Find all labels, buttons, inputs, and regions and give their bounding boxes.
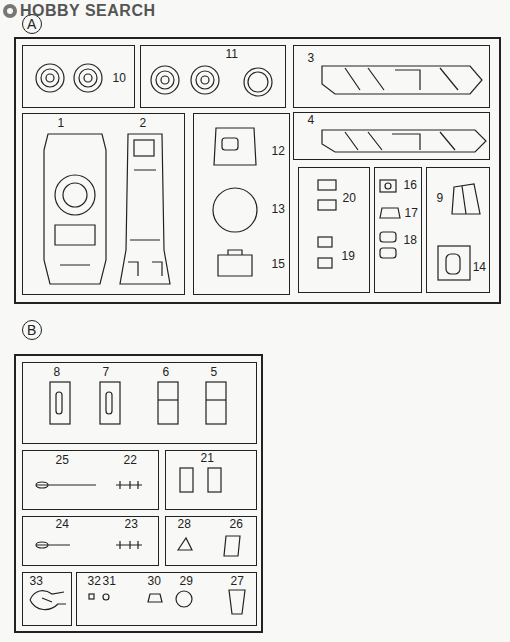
part-number: 24	[56, 518, 69, 530]
part-number: 17	[405, 207, 418, 219]
part-number: 21	[201, 452, 214, 464]
part-number: 6	[163, 366, 170, 378]
sprue-compartment: 33	[22, 572, 72, 626]
sprue-compartment: 4	[293, 112, 490, 160]
part-number: 16	[404, 179, 417, 191]
part-number: 12	[272, 145, 285, 157]
part-number: 8	[54, 366, 61, 378]
sprue-letter-circle: B	[22, 320, 42, 340]
part-number: 5	[211, 366, 218, 378]
part-number: 28	[178, 518, 191, 530]
sprue-letter: B	[27, 323, 36, 337]
sprue-compartment: 3	[293, 45, 490, 108]
sprue-compartment: 9 14	[426, 167, 490, 293]
part-number: 11	[226, 48, 238, 60]
watermark: HOBBY SEARCH	[20, 3, 156, 19]
part-number: 29	[180, 575, 193, 587]
part-number: 18	[404, 234, 417, 246]
part-number: 7	[103, 366, 110, 378]
part-number: 22	[124, 454, 137, 466]
sprue-compartment: 16 17 18	[374, 167, 422, 293]
part-number: 13	[272, 203, 285, 215]
part-number: 25	[56, 454, 69, 466]
part-number: 15	[272, 258, 285, 270]
part-number: 30	[148, 575, 161, 587]
sprue-compartment: 2019	[298, 167, 370, 293]
part-number: 4	[308, 114, 315, 126]
part-number: 10	[113, 72, 126, 84]
part-number: 19	[342, 250, 355, 262]
part-number: 26	[230, 518, 243, 530]
part-number: 1	[58, 117, 65, 129]
sprue-compartment: 28 26	[165, 516, 257, 566]
part-number: 9	[437, 192, 444, 204]
part-number: 31	[103, 575, 116, 587]
sprue-compartment: 24 23	[22, 516, 159, 566]
part-number: 2	[140, 117, 147, 129]
sprue-compartment: 25 22	[22, 450, 159, 510]
part-number: 14	[473, 261, 486, 273]
part-number: 20	[343, 192, 356, 204]
sprue-compartment: 11	[140, 45, 286, 108]
sprue-compartment: 3231 30 29 27	[76, 572, 257, 626]
sprue-compartment: 21	[165, 450, 257, 510]
sprue-compartment: 8 7 6 5	[22, 362, 257, 444]
part-number: 33	[30, 575, 43, 587]
part-number: 32	[88, 575, 101, 587]
sprue-compartment: 12 13 15	[193, 113, 290, 295]
sprue-compartment: 12	[22, 113, 185, 295]
part-number: 23	[125, 518, 138, 530]
sprue-compartment: 10	[22, 45, 135, 108]
part-number: 27	[231, 575, 244, 587]
part-number: 3	[308, 52, 315, 64]
